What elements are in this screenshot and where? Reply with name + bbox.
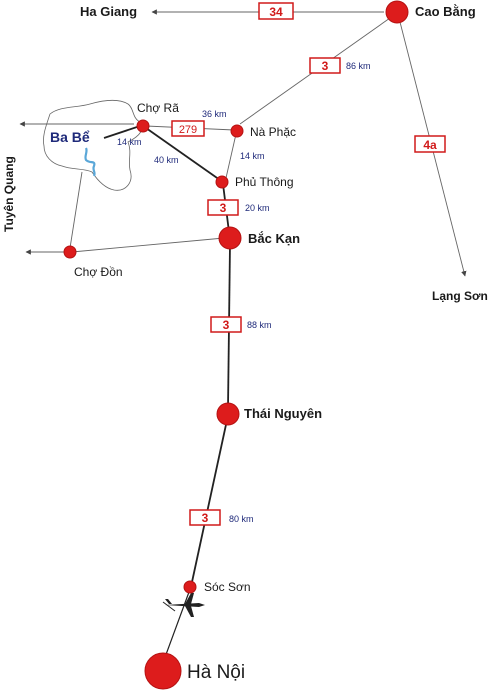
label-soc-son: Sóc Sơn <box>204 580 251 594</box>
label-cho-don: Chợ Đồn <box>74 265 123 279</box>
svg-text:3: 3 <box>220 201 227 215</box>
city-dot-cho-ra <box>136 119 150 133</box>
city-dot-cho-don <box>63 245 77 259</box>
route-shield-3-phu-thong: 3 <box>207 199 239 216</box>
city-dot-thai-nguyen <box>216 402 240 426</box>
road-cho-don-ba-be <box>69 171 83 249</box>
svg-text:3: 3 <box>202 511 209 525</box>
label-bac-kan: Bắc Kạn <box>248 231 300 246</box>
road-bac-kan-cho-don <box>71 237 225 253</box>
distance-bac-kan-thai-nguyen: 88 km <box>247 320 272 330</box>
label-tuyen-quang: Tuyên Quang <box>2 156 16 232</box>
city-dot-cao-bang <box>385 0 409 24</box>
distance-phu-thong-bac-kan: 20 km <box>245 203 270 213</box>
route-shield-3-south: 3 <box>189 509 221 526</box>
ba-be-region-outline <box>43 99 143 191</box>
distance-cho-ra-na-phac: 36 km <box>202 109 227 119</box>
svg-text:4a: 4a <box>423 138 437 152</box>
label-ha-noi: Hà Nội <box>187 662 245 683</box>
route-shield-3-mid: 3 <box>210 316 242 333</box>
road-na-phac-phu-thong <box>225 133 237 179</box>
svg-text:3: 3 <box>322 59 329 73</box>
distance-cho-ra-phu-thong: 40 km <box>154 155 179 165</box>
road-ba-be-cho-ra <box>103 125 141 139</box>
road-thai-nguyen-soc-son <box>191 419 228 583</box>
label-phu-thong: Phủ Thông <box>235 175 294 189</box>
label-cho-ra: Chợ Rã <box>137 101 179 115</box>
city-dot-bac-kan <box>218 226 242 250</box>
distance-ba-be-cho-ra: 14 km <box>117 137 142 147</box>
label-ha-giang: Ha Giang <box>80 4 137 19</box>
svg-text:34: 34 <box>269 5 283 19</box>
route-shield-34: 34 <box>258 2 294 20</box>
ba-be-lake <box>84 147 96 177</box>
airplane-icon <box>162 593 205 617</box>
label-cao-bang: Cao Bằng <box>415 4 476 19</box>
city-dot-na-phac <box>230 124 244 138</box>
city-dot-phu-thong <box>215 175 229 189</box>
distance-thai-nguyen-soc-son: 80 km <box>229 514 254 524</box>
route-shield-279: 279 <box>171 120 205 137</box>
road-soc-son-ha-noi <box>163 591 190 661</box>
city-dot-soc-son <box>183 580 197 594</box>
distance-na-phac-phu-thong: 14 km <box>240 151 265 161</box>
route-shield-4a: 4a <box>414 135 446 153</box>
road-cho-ra-phu-thong <box>145 127 221 181</box>
label-ba-be: Ba Bể <box>50 129 90 145</box>
route-shield-3-top: 3 <box>309 57 341 74</box>
distance-cao-bang-na-phac: 86 km <box>346 61 371 71</box>
label-thai-nguyen: Thái Nguyên <box>244 406 322 421</box>
svg-text:3: 3 <box>223 318 230 332</box>
svg-text:279: 279 <box>179 124 197 136</box>
label-na-phac: Nà Phặc <box>250 125 296 139</box>
label-lang-son: Lạng Sơn <box>432 289 488 303</box>
city-dot-ha-noi <box>144 652 182 690</box>
